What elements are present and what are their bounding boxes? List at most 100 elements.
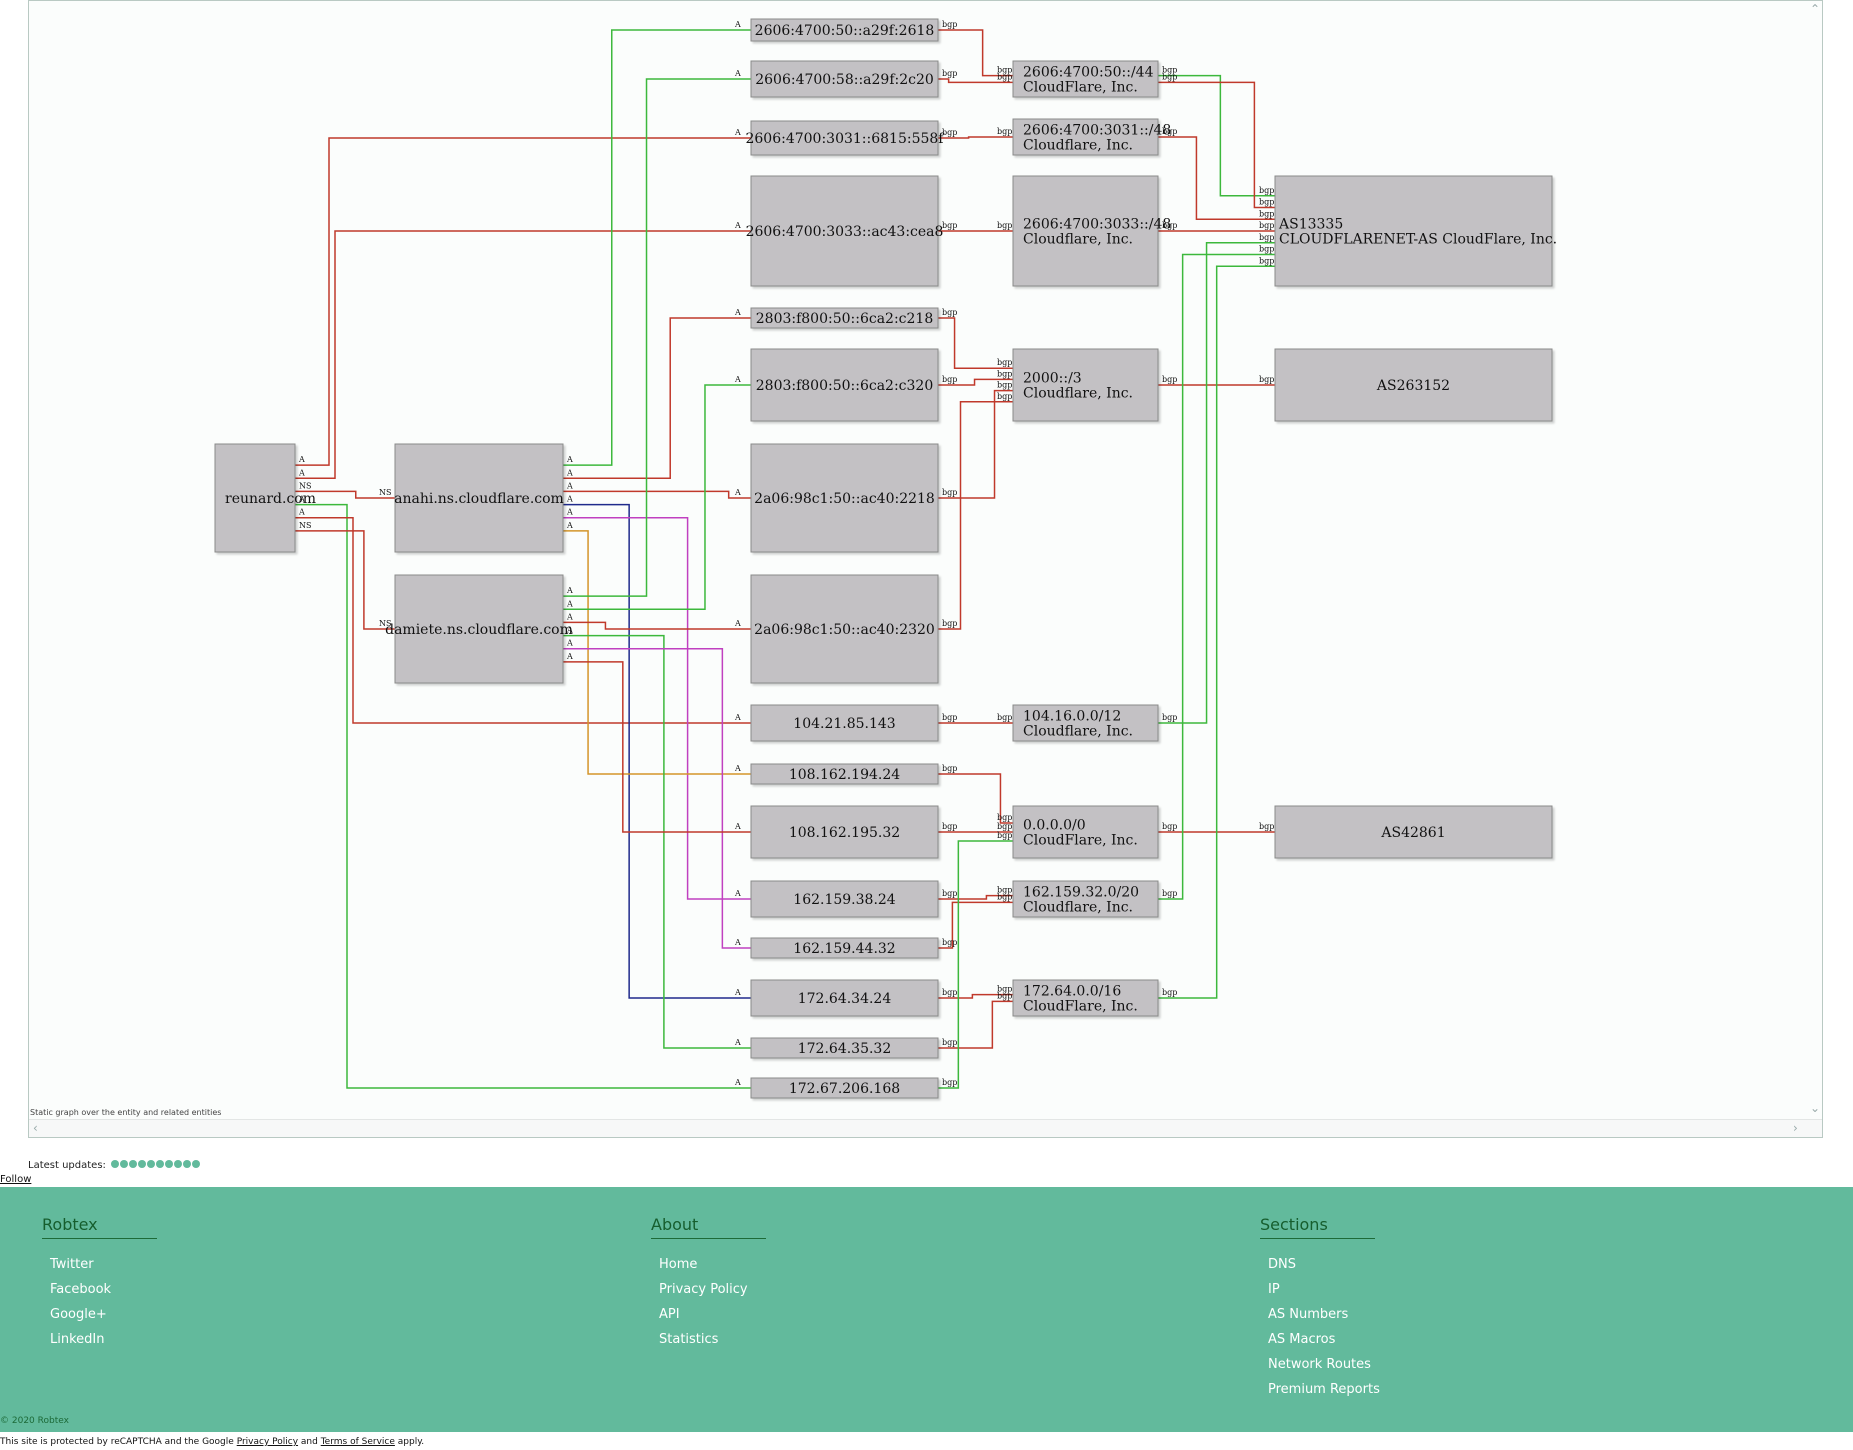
footer-link-api[interactable]: API [659,1307,680,1322]
update-dot[interactable] [137,1160,146,1168]
edge-label: A [566,639,573,648]
footer-heading-sections: Sections [1260,1215,1375,1239]
graph-node-label: Cloudflare, Inc. [1023,724,1133,740]
graph-node-ip11[interactable]: 108.162.195.32 [750,805,939,859]
graph-edge-ip15-r8 [938,1000,1013,1049]
edge-label: bgp [1162,375,1177,384]
edge-label: A [734,713,741,722]
scroll-left-arrow-icon[interactable]: ‹ [33,1121,38,1135]
edge-label: A [734,308,741,317]
update-dot[interactable] [164,1160,173,1168]
update-dot[interactable] [128,1160,137,1168]
edge-label: bgp [997,991,1012,1000]
graph-node-ip13[interactable]: 162.159.44.32 [750,937,939,959]
footer-link-facebook[interactable]: Facebook [50,1282,112,1297]
update-dot[interactable] [191,1160,200,1168]
graph-node-as3[interactable]: AS42861 [1274,805,1553,859]
edge-label: A [734,764,741,773]
edge-label: bgp [1259,256,1274,265]
footer-link-as-macros[interactable]: AS Macros [1268,1332,1336,1347]
graph-node-label: 2606:4700:3033::ac43:cea8 [746,224,944,240]
edge-label: bgp [942,20,957,29]
graph-edges: AAAANSNSAAAANSNSAAAAAAAAAAAAAAAAAAAAAAAA… [295,20,1275,1089]
edge-label: bgp [942,1038,957,1047]
latest-updates: Latest updates: [28,1160,201,1171]
graph-edge-anahi-ip12 [563,516,751,900]
graph-nodes: reunard.com anahi.ns.cloudflare.com damiet… [214,18,1557,1099]
graph-node-reunard[interactable]: reunard.com [214,443,316,553]
google-terms-link[interactable]: Terms of Service [320,1437,395,1447]
graph-node-ip1[interactable]: 2606:4700:50::a29f:2618 [750,18,939,42]
graph-node-label: 2000::/3 [1023,371,1082,387]
update-dot[interactable] [155,1160,164,1168]
graph-node-ip14[interactable]: 172.64.34.24 [750,979,939,1017]
graph-node-ip16[interactable]: 172.67.206.168 [750,1077,939,1099]
update-dot[interactable] [182,1160,191,1168]
graph-node-label: 104.21.85.143 [793,716,895,732]
horizontal-scrollbar[interactable]: ‹ › [29,1119,1822,1137]
graph-node-ip3[interactable]: 2606:4700:3031::6815:558f [745,120,945,156]
footer-link-ip[interactable]: IP [1268,1282,1280,1297]
footer-link-linkedin[interactable]: LinkedIn [50,1332,105,1347]
edge-label: A [734,69,741,78]
follow-link[interactable]: Follow [0,1174,32,1185]
graph-node-label: CloudFlare, Inc. [1023,833,1138,849]
update-dot[interactable] [119,1160,128,1168]
graph-node-as2[interactable]: AS263152 [1274,348,1553,422]
graph-node-label: reunard.com [225,491,316,507]
footer-link-twitter[interactable]: Twitter [50,1257,94,1272]
edge-label: bgp [997,392,1012,401]
edge-label: bgp [1162,66,1177,75]
edge-label: bgp [997,127,1012,136]
footer-column-robtex: Robtex Twitter Facebook Google+ LinkedIn [42,1215,157,1356]
graph-node-ip7[interactable]: 2a06:98c1:50::ac40:2218 [750,443,939,553]
scroll-down-arrow-icon[interactable]: ⌄ [1810,1101,1821,1115]
footer-column-sections: Sections DNS IP AS Numbers AS Macros Net… [1260,1215,1380,1406]
update-dot[interactable] [173,1160,182,1168]
footer-link-as-numbers[interactable]: AS Numbers [1268,1307,1349,1322]
edge-label: A [298,468,305,477]
graph-node-damiete[interactable]: damiete.ns.cloudflare.com [385,574,573,684]
update-dot[interactable] [146,1160,155,1168]
graph-node-ip6[interactable]: 2803:f800:50::6ca2:c320 [750,348,939,422]
google-privacy-link[interactable]: Privacy Policy [236,1437,299,1447]
graph-node-ip4[interactable]: 2606:4700:3033::ac43:cea8 [746,175,944,287]
footer-link-dns[interactable]: DNS [1268,1257,1296,1272]
update-dot[interactable] [110,1160,119,1168]
graph-edge-damiete-ip6 [563,384,751,611]
scroll-up-arrow-icon[interactable]: ⌃ [1810,2,1821,16]
footer-link-network-routes[interactable]: Network Routes [1268,1357,1371,1372]
edge-label: A [566,468,573,477]
edge-label: bgp [1162,72,1177,81]
graph-node-ip9[interactable]: 104.21.85.143 [750,704,939,742]
graph-node-label: 2606:4700:58::a29f:2c20 [755,72,934,88]
graph-node-ip12[interactable]: 162.159.38.24 [750,880,939,918]
graph-edge-ip7-r4 [938,389,1013,499]
graph-node-ip2[interactable]: 2606:4700:58::a29f:2c20 [750,60,939,98]
graph-node-ip15[interactable]: 172.64.35.32 [750,1037,939,1059]
footer-heading-robtex: Robtex [42,1215,157,1239]
footer-link-home[interactable]: Home [659,1257,698,1272]
edge-label: A [734,1038,741,1047]
graph-node-ip5[interactable]: 2803:f800:50::6ca2:c218 [750,307,939,329]
graph-node-ip8[interactable]: 2a06:98c1:50::ac40:2320 [750,574,939,684]
footer-link-statistics[interactable]: Statistics [659,1332,719,1347]
graph-node-label: 2606:4700:3033::/48 [1023,217,1171,233]
footer-link-premium-reports[interactable]: Premium Reports [1268,1382,1380,1397]
footer-link-privacy-policy[interactable]: Privacy Policy [659,1282,748,1297]
scroll-right-arrow-icon[interactable]: › [1793,1121,1798,1135]
footer-link-googleplus[interactable]: Google+ [50,1307,107,1322]
graph-node-anahi[interactable]: anahi.ns.cloudflare.com [394,443,564,553]
graph-node-ip10[interactable]: 108.162.194.24 [750,763,939,785]
graph-edge-ip6-r4 [938,378,1013,386]
